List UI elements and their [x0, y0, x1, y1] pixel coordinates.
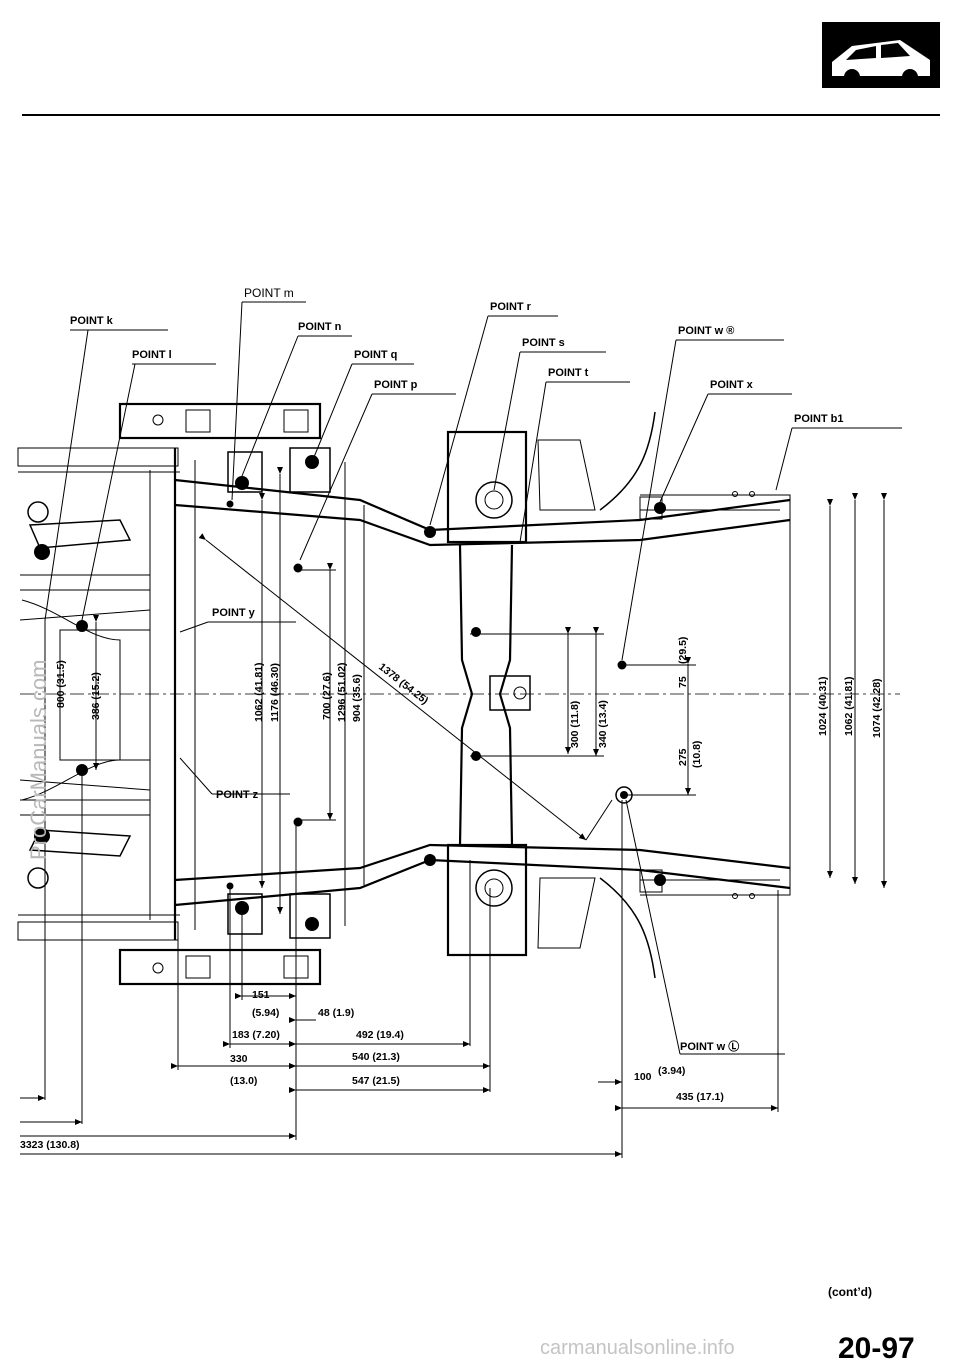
dim-1296: 1296 (51.02) — [336, 662, 348, 722]
point-z-label: POINT z — [216, 789, 259, 801]
point-p-label: POINT p — [374, 379, 418, 391]
dim-48: 48 (1.9) — [318, 1007, 354, 1019]
point-r-label: POINT r — [490, 301, 532, 313]
dim-1074: 1074 (42.28) — [871, 678, 883, 738]
dim-800: 800 (31.5) — [55, 660, 67, 708]
dim-100-inch: (3.94) — [658, 1065, 685, 1077]
point-w-l-label: POINT w Ⓛ — [680, 1039, 739, 1053]
car-body-icon — [822, 22, 940, 88]
dim-1176: 1176 (46.30) — [269, 663, 281, 722]
dim-386: 386 (15.2) — [90, 672, 102, 720]
side-watermark: ProCarManuals.com — [26, 659, 51, 860]
dim-1378: 1378 (54.25) — [376, 661, 430, 707]
point-n-label: POINT n — [298, 321, 342, 333]
dim-75: 75 — [677, 676, 689, 688]
dim-275: 275 — [677, 748, 689, 766]
point-labels: POINT k POINT l POINT m POINT n POINT q … — [70, 286, 844, 1053]
dim-700: 700 (27.6) — [321, 672, 333, 720]
point-m-label: POINT m — [244, 286, 294, 300]
dim-151: 151 — [252, 989, 270, 1001]
point-w-r-label: POINT w ® — [678, 325, 734, 337]
dim-1062a: 1062 (41.81) — [253, 662, 265, 722]
dim-183: 183 (7.20) — [232, 1029, 280, 1041]
dim-275-inch: (10.8) — [691, 741, 703, 768]
point-y-label: POINT y — [212, 607, 256, 619]
continued-label: (cont’d) — [828, 1285, 872, 1299]
point-t-label: POINT t — [548, 367, 589, 379]
bottom-watermark: carmanualsonline.info — [540, 1337, 735, 1359]
dim-540: 540 (21.3) — [352, 1051, 400, 1063]
point-x-label: POINT x — [710, 379, 754, 391]
point-l-label: POINT l — [132, 349, 172, 361]
frame-structure — [17, 402, 900, 986]
point-k-label: POINT k — [70, 315, 114, 327]
point-q-label: POINT q — [354, 349, 397, 361]
dim-904: 904 (35.6) — [351, 674, 363, 722]
dim-492: 492 (19.4) — [356, 1029, 404, 1041]
dim-300: 300 (11.8) — [569, 701, 581, 748]
dim-330: 330 — [230, 1053, 248, 1065]
dim-547: 547 (21.5) — [352, 1075, 400, 1087]
dim-151-inch: (5.94) — [252, 1007, 279, 1019]
dim-1062b: 1062 (41.81) — [843, 676, 855, 736]
dim-1024: 1024 (40.31) — [817, 676, 829, 736]
dim-75-inch: (29.5) — [677, 637, 689, 664]
dim-435: 435 (17.1) — [676, 1091, 724, 1103]
dimension-lines — [20, 462, 887, 1158]
point-b1-label: POINT b1 — [794, 413, 844, 425]
page-number: 20-97 — [838, 1332, 915, 1363]
leader-lines — [44, 301, 902, 1055]
dim-100: 100 — [634, 1071, 652, 1083]
dim-330-inch: (13.0) — [230, 1075, 257, 1087]
dim-340: 340 (13.4) — [597, 700, 609, 748]
dim-3323: 3323 (130.8) — [20, 1139, 80, 1151]
point-s-label: POINT s — [522, 337, 565, 349]
